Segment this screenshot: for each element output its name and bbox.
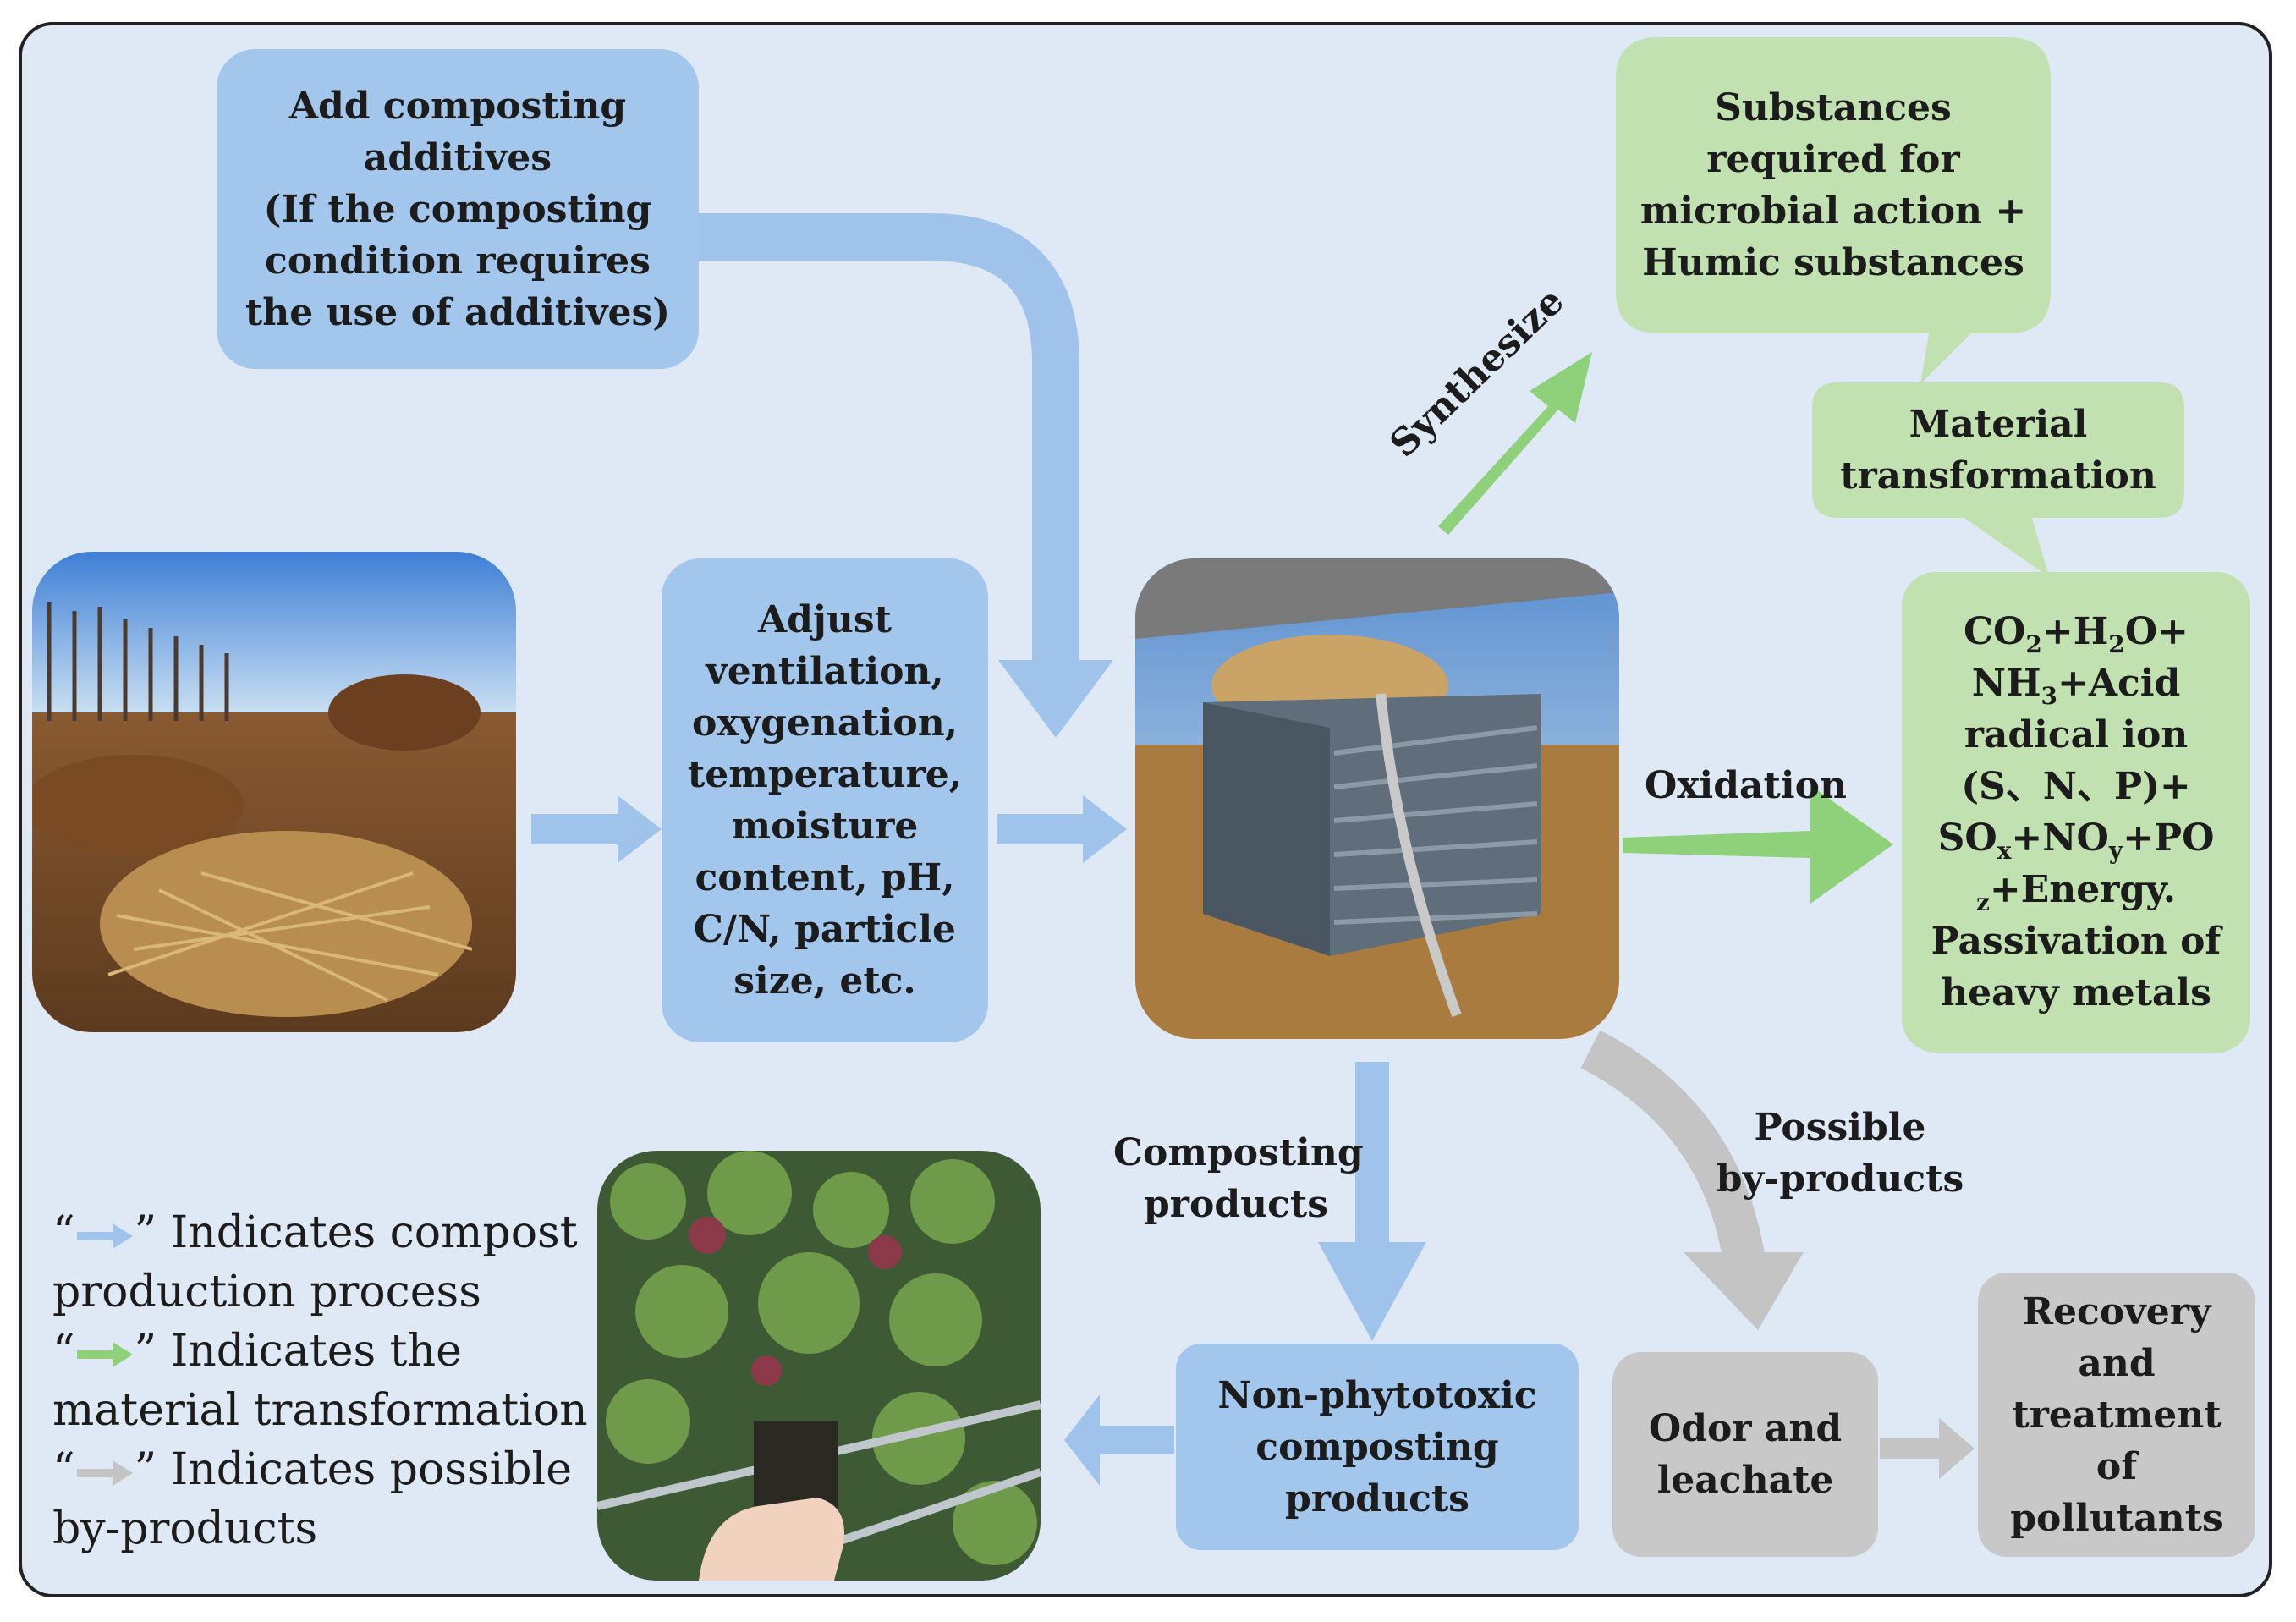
legend-blue: “” Indicates compost	[52, 1207, 578, 1258]
substances-line: Humic substances	[1642, 241, 2024, 284]
oxidation-line-8: heavy metals	[1941, 971, 2211, 1014]
additives-line: the use of additives)	[244, 290, 671, 334]
oxidation-label: Oxidation	[1645, 764, 1847, 807]
green-arrow-icon	[76, 1341, 133, 1367]
adjust-line: moisture	[731, 805, 919, 848]
substances-line: microbial action +	[1640, 190, 2027, 233]
adjust-line: temperature,	[687, 753, 963, 796]
non-phytotoxic-line: Non-phytotoxic	[1217, 1373, 1537, 1417]
additives-box: Add composting additives (If the compost…	[217, 49, 699, 369]
oxidation-products-box: CO2+H2O+ NH3+Acid radical ion (S、N、P)+ S…	[1902, 572, 2250, 1053]
additives-line: condition requires	[265, 239, 651, 283]
oxidation-line-6: z+Energy.	[1975, 868, 2177, 916]
oxidation-line-2: NH3+Acid	[1971, 662, 2181, 710]
gray-arrow-icon	[76, 1460, 133, 1486]
adjust-line: C/N, particle	[693, 908, 957, 951]
adjust-line: ventilation,	[706, 650, 944, 693]
recovery-box: Recovery and treatment of pollutants	[1978, 1273, 2255, 1557]
legend-gray: “” Indicates possible	[52, 1444, 572, 1495]
non-phytotoxic-line: composting	[1255, 1425, 1499, 1469]
material-transformation-box: Material transformation	[1812, 382, 2184, 577]
adjust-line: content, pH,	[695, 856, 955, 899]
legend-blue-cont: production process	[52, 1267, 481, 1317]
substances-line: Substances	[1715, 86, 1952, 129]
composting-products-label: Composting products	[1113, 1131, 1364, 1226]
recovery-line: of	[2096, 1444, 2138, 1488]
straw-field-photo	[32, 552, 516, 1032]
oxidation-line-7: Passivation of	[1931, 920, 2222, 963]
possible-byproducts-label: Possible by-products	[1716, 1106, 1964, 1201]
oxidation-line-5: SOx+NOy+PO	[1937, 816, 2215, 865]
substances-box: Substances required for microbial action…	[1616, 37, 2051, 384]
material-line: Material	[1909, 403, 2088, 446]
recovery-line: treatment	[2012, 1393, 2222, 1437]
adjust-box: Adjust ventilation, oxygenation, tempera…	[662, 558, 988, 1042]
blue-arrow-icon	[76, 1223, 133, 1249]
compost-bin-photo	[1135, 558, 1619, 1039]
legend-gray-cont: by-products	[52, 1504, 318, 1554]
legend: “” Indicates compost production process …	[52, 1203, 588, 1559]
legend-green: “” Indicates the	[52, 1326, 462, 1377]
oxidation-line-3: radical ion	[1964, 713, 2189, 756]
recovery-line: and	[2078, 1341, 2156, 1385]
recovery-line: pollutants	[2010, 1496, 2223, 1540]
odor-line: leachate	[1656, 1459, 1834, 1502]
oxidation-line-1: CO2+H2O+	[1964, 610, 2189, 658]
adjust-line: size, etc.	[733, 959, 916, 1003]
non-phytotoxic-box: Non-phytotoxic composting products	[1176, 1344, 1579, 1550]
odor-leachate-box: Odor and leachate	[1612, 1352, 1878, 1557]
adjust-line: Adjust	[758, 598, 892, 641]
substances-line: required for	[1706, 138, 1960, 181]
speech-bubble-shape	[1616, 37, 2051, 384]
legend-green-cont: material transformation	[52, 1385, 588, 1436]
additives-line: additives	[363, 135, 552, 179]
odor-line: Odor and	[1648, 1407, 1843, 1450]
non-phytotoxic-line: products	[1285, 1476, 1469, 1520]
adjust-line: oxygenation,	[691, 701, 958, 745]
additives-line: (If the composting	[263, 187, 652, 231]
material-bubble-shape	[1812, 382, 2184, 577]
seedling-tray-photo	[597, 1151, 1041, 1581]
oxidation-line-4: (S、N、P)+	[1961, 765, 2191, 808]
material-line: transformation	[1840, 454, 2156, 498]
recovery-line: Recovery	[2022, 1289, 2211, 1333]
additives-line: Add composting	[288, 84, 627, 128]
